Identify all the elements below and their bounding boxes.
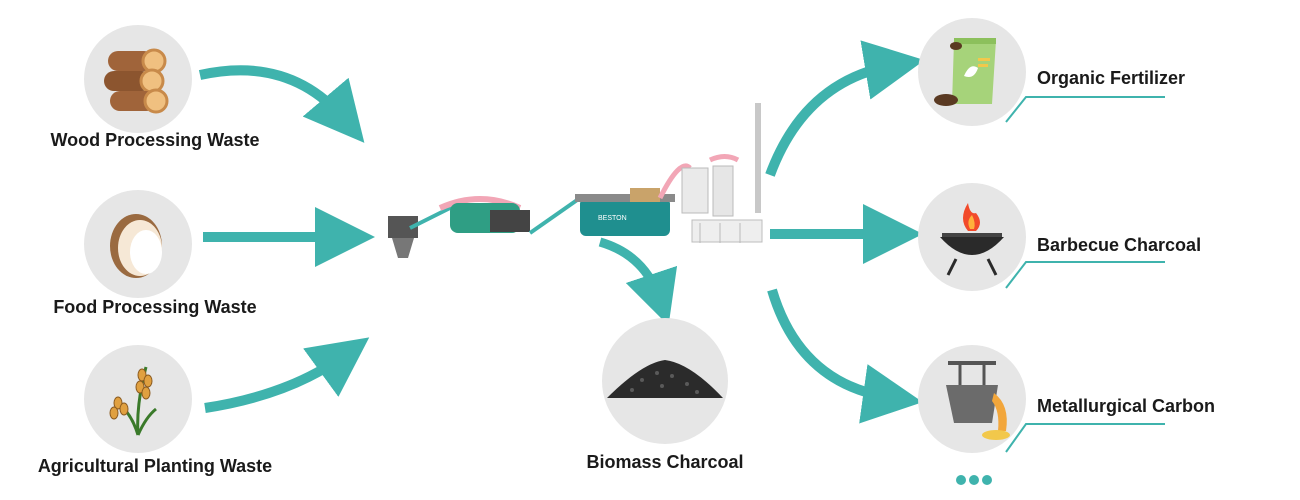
- rice-stalk-icon: [109, 366, 157, 436]
- input-label-food: Food Processing Waste: [53, 297, 257, 317]
- arrow-wood-to-machine: [198, 65, 365, 143]
- charcoal-pile-icon: [607, 360, 723, 398]
- center-label-charcoal: Biomass Charcoal: [586, 452, 744, 472]
- arrow-agri-to-machine: [204, 337, 370, 413]
- connector-metallurgical: [1005, 423, 1165, 453]
- fertilizer-bag-icon: [934, 38, 996, 106]
- metallurgical-circle: [918, 345, 1026, 453]
- svg-text:BESTON: BESTON: [598, 215, 627, 222]
- output-label-barbecue: Barbecue Charcoal: [1037, 235, 1202, 255]
- arrow-to-metallurgical: [767, 288, 923, 424]
- ladle-icon: [946, 361, 1010, 440]
- wood-logs-icon: [104, 48, 169, 114]
- agri-circle: [84, 345, 192, 453]
- wood-circle: [84, 25, 192, 133]
- arrow-to-fertilizer: [765, 40, 925, 177]
- more-dots-icon: [956, 475, 992, 485]
- carbonization-machine-icon: BESTON: [388, 103, 763, 258]
- connector-fertilizer: [1005, 96, 1165, 123]
- input-label-agri: Agricultural Planting Waste: [37, 456, 273, 476]
- charcoal-circle: [602, 318, 728, 444]
- barbecue-circle: [918, 183, 1026, 291]
- input-label-wood: Wood Processing Waste: [50, 130, 260, 150]
- fertilizer-circle: [918, 18, 1026, 126]
- arrow-machine-to-charcoal: [598, 237, 678, 326]
- connector-barbecue: [1005, 261, 1165, 289]
- grill-icon: [940, 203, 1004, 276]
- output-label-metallurgical: Metallurgical Carbon: [1037, 396, 1216, 416]
- coconut-icon: [110, 214, 162, 278]
- output-label-fertilizer: Organic Fertilizer: [1037, 68, 1186, 88]
- food-circle: [84, 190, 192, 298]
